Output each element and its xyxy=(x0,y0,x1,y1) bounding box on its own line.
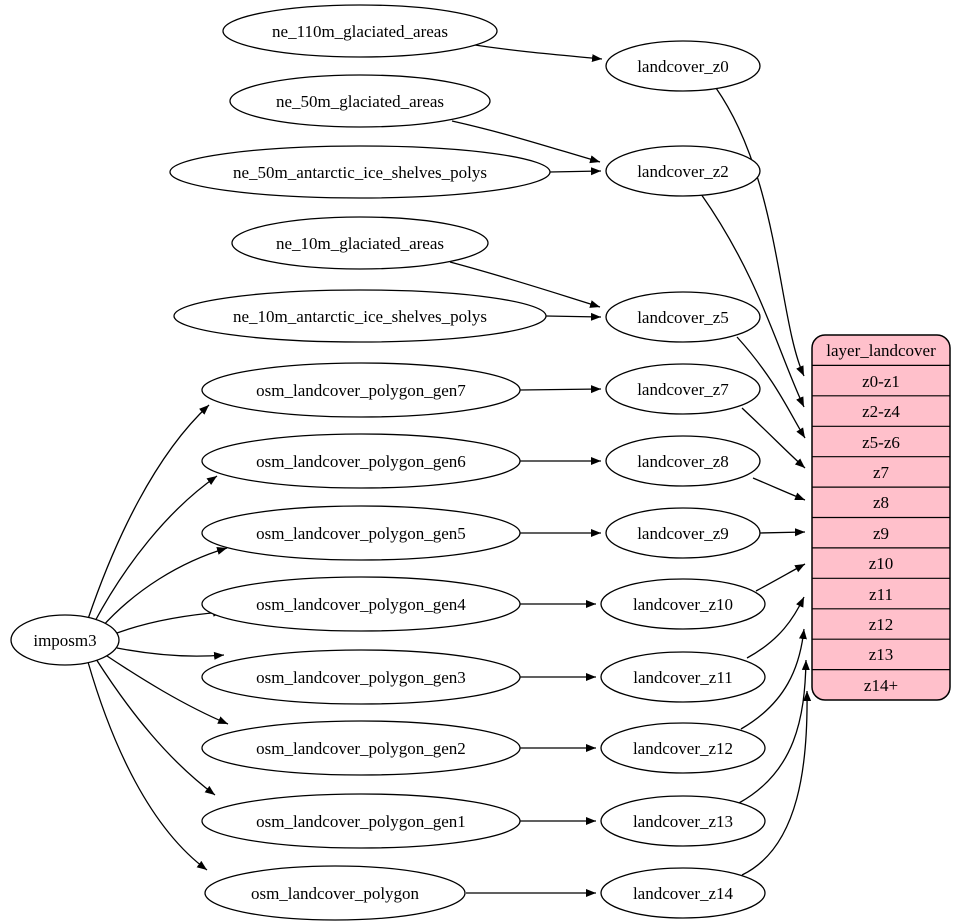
record-row-z8: z8 xyxy=(873,493,889,512)
edge-imposm3-gen1 xyxy=(95,658,216,796)
edge-imposm3-gen3 xyxy=(116,647,225,660)
node-landcover-z11: landcover_z11 xyxy=(600,651,766,703)
node-label: landcover_z10 xyxy=(633,595,733,614)
record-row-z0-z1: z0-z1 xyxy=(862,372,900,391)
node-label: ne_110m_glaciated_areas xyxy=(272,22,448,41)
edge-imposm3-polygon xyxy=(87,661,208,871)
edge-imposm3-gen2 xyxy=(103,653,229,725)
record-layer-landcover: layer_landcover z0-z1 z2-z4 z5-z6 z7 z8 … xyxy=(811,334,951,701)
record-row-z10: z10 xyxy=(869,554,894,573)
record-row-z5-z6: z5-z6 xyxy=(862,433,900,452)
node-label: landcover_z5 xyxy=(637,308,729,327)
node-landcover-z0: landcover_z0 xyxy=(605,40,761,92)
edge-z11-row7 xyxy=(746,596,805,659)
node-osm-landcover-polygon-gen5: osm_landcover_polygon_gen5 xyxy=(201,505,521,561)
node-label: landcover_z2 xyxy=(637,162,729,181)
node-osm-landcover-polygon-gen1: osm_landcover_polygon_gen1 xyxy=(201,793,521,849)
node-ne-10m-antarctic-ice-shelves-polys: ne_10m_antarctic_ice_shelves_polys xyxy=(173,289,547,343)
node-label: ne_50m_glaciated_areas xyxy=(276,92,444,111)
node-label: ne_50m_antarctic_ice_shelves_polys xyxy=(233,163,487,182)
node-label: osm_landcover_polygon_gen3 xyxy=(256,668,466,687)
edge-z2-row1 xyxy=(700,193,805,408)
node-osm-landcover-polygon-gen4: osm_landcover_polygon_gen4 xyxy=(201,576,521,632)
node-ne-110m-glaciated-areas: ne_110m_glaciated_areas xyxy=(222,4,498,58)
edge-z13-row9 xyxy=(738,659,810,804)
record-row-z11: z11 xyxy=(869,585,893,604)
record-row-z7: z7 xyxy=(873,463,890,482)
node-label: landcover_z0 xyxy=(637,57,729,76)
edge-ne10mant-z5 xyxy=(545,312,602,321)
node-landcover-z10: landcover_z10 xyxy=(600,578,766,630)
node-label: landcover_z13 xyxy=(633,812,733,831)
node-label: ne_10m_antarctic_ice_shelves_polys xyxy=(233,307,487,326)
node-osm-landcover-polygon-gen2: osm_landcover_polygon_gen2 xyxy=(201,720,521,776)
node-ne-50m-glaciated-areas: ne_50m_glaciated_areas xyxy=(229,74,491,128)
node-ne-50m-antarctic-ice-shelves-polys: ne_50m_antarctic_ice_shelves_polys xyxy=(169,145,551,199)
edge-ne50mgl-z2 xyxy=(451,120,601,164)
node-label: landcover_z11 xyxy=(633,668,732,687)
node-label: osm_landcover_polygon_gen4 xyxy=(256,595,466,614)
node-osm-landcover-polygon: osm_landcover_polygon xyxy=(204,865,466,921)
node-ne-10m-glaciated-areas: ne_10m_glaciated_areas xyxy=(231,216,489,270)
node-landcover-z5: landcover_z5 xyxy=(605,291,761,343)
edge-ne50mant-z2 xyxy=(549,167,602,176)
node-landcover-z2: landcover_z2 xyxy=(605,145,761,197)
node-landcover-z14: landcover_z14 xyxy=(600,867,766,919)
node-landcover-z12: landcover_z12 xyxy=(600,722,766,774)
node-label: osm_landcover_polygon_gen7 xyxy=(256,381,466,400)
edges xyxy=(87,43,812,897)
node-label: osm_landcover_polygon_gen6 xyxy=(256,452,466,471)
node-label: osm_landcover_polygon_gen5 xyxy=(256,524,466,543)
edge-z9-row5 xyxy=(759,528,806,537)
edge-ne110m-z0 xyxy=(467,43,603,63)
node-label: landcover_z12 xyxy=(633,739,733,758)
edge-z10-row6 xyxy=(755,563,806,592)
node-label: landcover_z8 xyxy=(637,452,729,471)
edge-z12-row8 xyxy=(740,628,807,730)
record-title: layer_landcover xyxy=(826,341,936,360)
node-imposm3: imposm3 xyxy=(10,614,120,666)
edge-imposm3-gen5 xyxy=(100,547,228,629)
node-osm-landcover-polygon-gen6: osm_landcover_polygon_gen6 xyxy=(201,433,521,489)
record-row-z2-z4: z2-z4 xyxy=(862,402,900,421)
record-row-z9: z9 xyxy=(873,524,889,543)
edge-z5-row2 xyxy=(736,336,806,439)
node-landcover-z7: landcover_z7 xyxy=(605,363,761,415)
node-label: landcover_z14 xyxy=(633,884,734,903)
node-landcover-z13: landcover_z13 xyxy=(600,795,766,847)
node-label: osm_landcover_polygon xyxy=(251,884,420,903)
edge-ne10mgl-z5 xyxy=(449,261,601,308)
edge-gen7-z7 xyxy=(519,385,602,394)
edge-z14-row10 xyxy=(741,690,812,876)
record-row-z14plus: z14+ xyxy=(864,676,898,695)
node-label: imposm3 xyxy=(33,631,96,650)
edge-z0-row0 xyxy=(715,87,805,377)
edge-z7-row3 xyxy=(741,407,806,469)
node-landcover-z9: landcover_z9 xyxy=(605,507,761,559)
node-label: osm_landcover_polygon_gen2 xyxy=(256,739,466,758)
edge-imposm3-gen6 xyxy=(93,475,218,624)
node-label: osm_landcover_polygon_gen1 xyxy=(256,812,466,831)
node-landcover-z8: landcover_z8 xyxy=(605,435,761,487)
edge-imposm3-gen4 xyxy=(116,608,224,634)
record-row-z12: z12 xyxy=(869,615,894,634)
record-row-z13: z13 xyxy=(869,645,894,664)
node-osm-landcover-polygon-gen3: osm_landcover_polygon_gen3 xyxy=(201,649,521,705)
node-label: ne_10m_glaciated_areas xyxy=(276,234,444,253)
node-label: landcover_z7 xyxy=(637,380,729,399)
node-osm-landcover-polygon-gen7: osm_landcover_polygon_gen7 xyxy=(201,362,521,418)
edge-imposm3-gen7 xyxy=(87,404,210,620)
node-label: landcover_z9 xyxy=(637,524,729,543)
edge-z8-row4 xyxy=(752,477,806,501)
